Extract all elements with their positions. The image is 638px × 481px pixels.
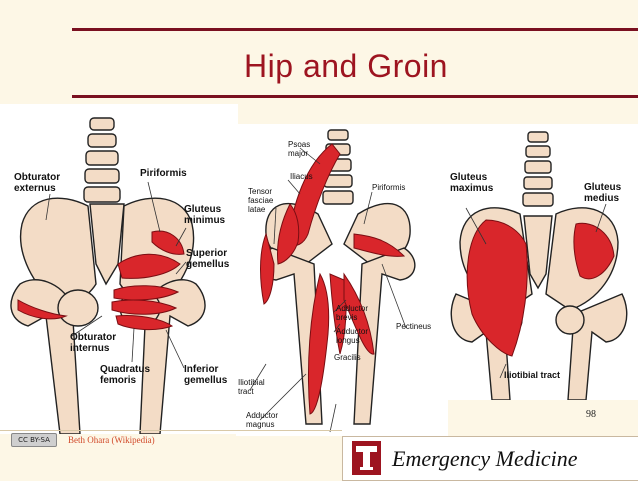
panel-gluteal-muscles: Gluteus maximus Gluteus medius Iliotibia… xyxy=(446,124,638,401)
panel-anterior-muscles: Psoas major Iliacus Tensor fasciae latae… xyxy=(236,124,448,436)
label-tensor-fasciae-latae: Tensor fasciae latae xyxy=(248,187,274,214)
label-gracilis: Gracilis xyxy=(334,353,361,362)
title-underline xyxy=(72,95,638,98)
label-iliotibial-tract-middle: Iliotibial tract xyxy=(238,378,265,396)
label-iliacus: Iliacus xyxy=(290,172,313,181)
label-gluteus-medius: Gluteus medius xyxy=(584,182,622,204)
label-iliotibial-tract-right: Iliotibial tract xyxy=(504,370,561,380)
anterior-hip-illustration xyxy=(249,129,416,433)
label-adductor-longus: Adductor longus xyxy=(336,327,369,345)
page-number: 98 xyxy=(586,409,596,420)
label-superior-gemellus: Superior gemellus xyxy=(186,248,230,270)
footer-branding xyxy=(342,436,638,481)
label-quadratus-femoris: Quadratus femoris xyxy=(100,364,151,386)
gluteal-illustration xyxy=(450,131,628,401)
footer-rule xyxy=(0,430,342,431)
footer-emergency-medicine: Emergency Medicine xyxy=(392,446,578,471)
header-top-rule xyxy=(72,28,638,31)
temple-t-logo-icon xyxy=(352,441,381,475)
label-piriformis-middle: Piriformis xyxy=(372,183,406,192)
slide-title: Hip and Groin xyxy=(0,48,638,85)
label-obturator-internus: Obturator internus xyxy=(70,332,117,354)
label-adductor-magnus: Adductor magnus xyxy=(246,411,279,429)
label-pectineus: Pectineus xyxy=(396,322,432,331)
slide-title-text: Hip and Groin xyxy=(244,48,448,84)
cc-license-badge[interactable]: CC BY-SA xyxy=(11,433,57,447)
panel-posterior-deep-muscles: Obturator externus Piriformis Gluteus mi… xyxy=(0,104,238,435)
posterior-hip-illustration xyxy=(10,117,206,435)
label-obturator-externus: Obturator externus xyxy=(14,172,61,194)
label-gluteus-maximus: Gluteus maximus xyxy=(450,172,494,194)
label-psoas-major: Psoas major xyxy=(288,140,311,158)
image-credit-link[interactable]: Beth Ohara (Wikipedia) xyxy=(68,435,155,445)
label-inferior-gemellus: Inferior gemellus xyxy=(184,364,228,386)
label-gluteus-minimus: Gluteus minimus xyxy=(184,204,226,226)
label-adductor-brevis: Adductor brevis xyxy=(336,304,369,322)
label-piriformis-left: Piriformis xyxy=(140,168,187,179)
